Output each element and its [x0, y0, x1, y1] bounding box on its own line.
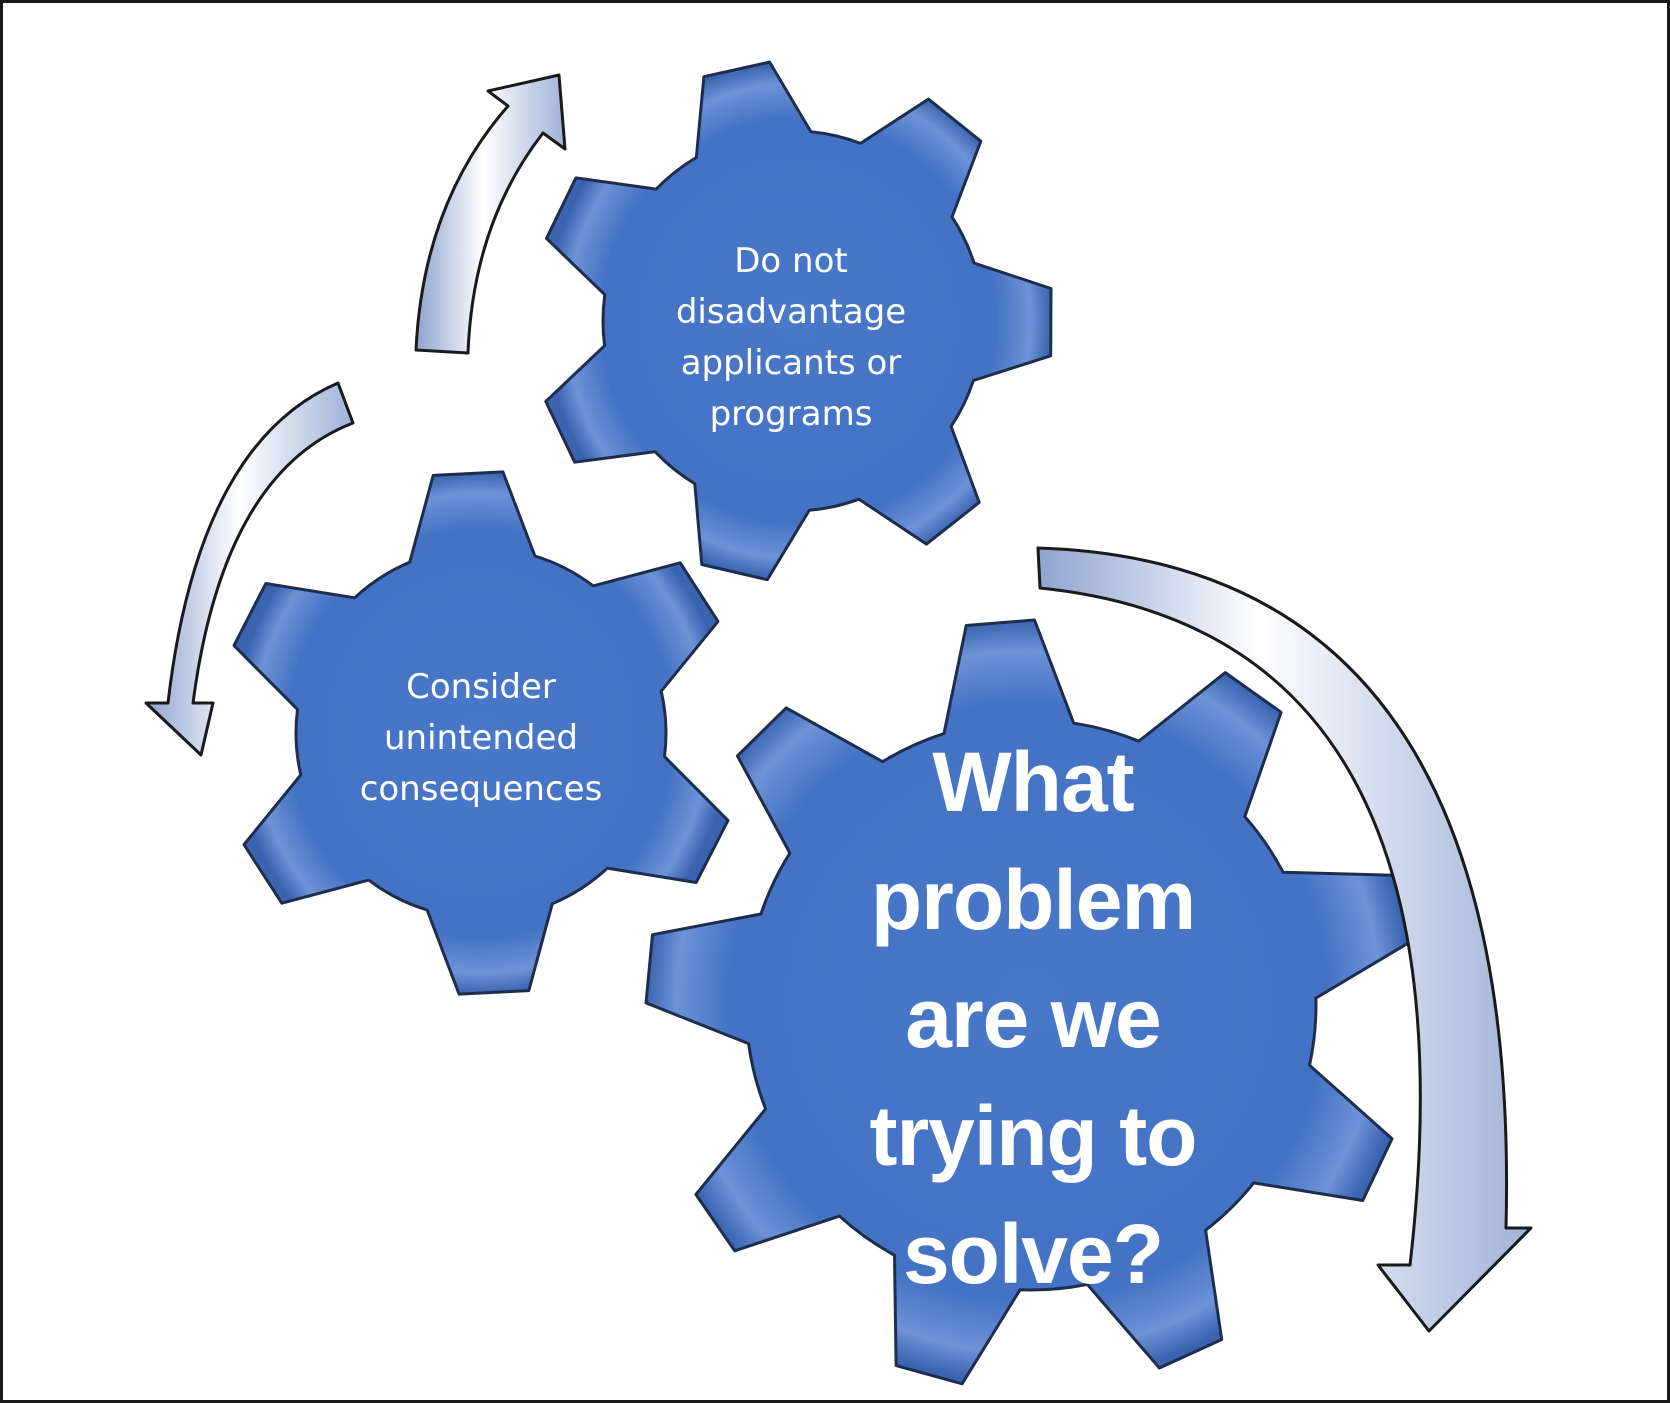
arrow-left-shape [144, 381, 355, 757]
gear-left-shape [232, 470, 730, 996]
arrow-top-shape [414, 73, 567, 355]
gears-diagram [144, 60, 1533, 1386]
gear-left-label: Consider unintended consequences [359, 666, 603, 809]
gear-main [644, 618, 1413, 1386]
gear-top-label: Do not disadvantage applicants or progra… [675, 241, 907, 434]
gear-top-shape [544, 60, 1053, 582]
gear-left [232, 470, 730, 996]
arrow-right [1036, 546, 1533, 1333]
arrow-top [414, 73, 567, 355]
arrow-left [144, 381, 355, 757]
arrow-right-shape [1036, 546, 1533, 1333]
gear-main-label: What problem are we trying to solve? [869, 735, 1198, 1301]
gear-main-shape [644, 618, 1413, 1386]
gear-top [544, 60, 1053, 582]
